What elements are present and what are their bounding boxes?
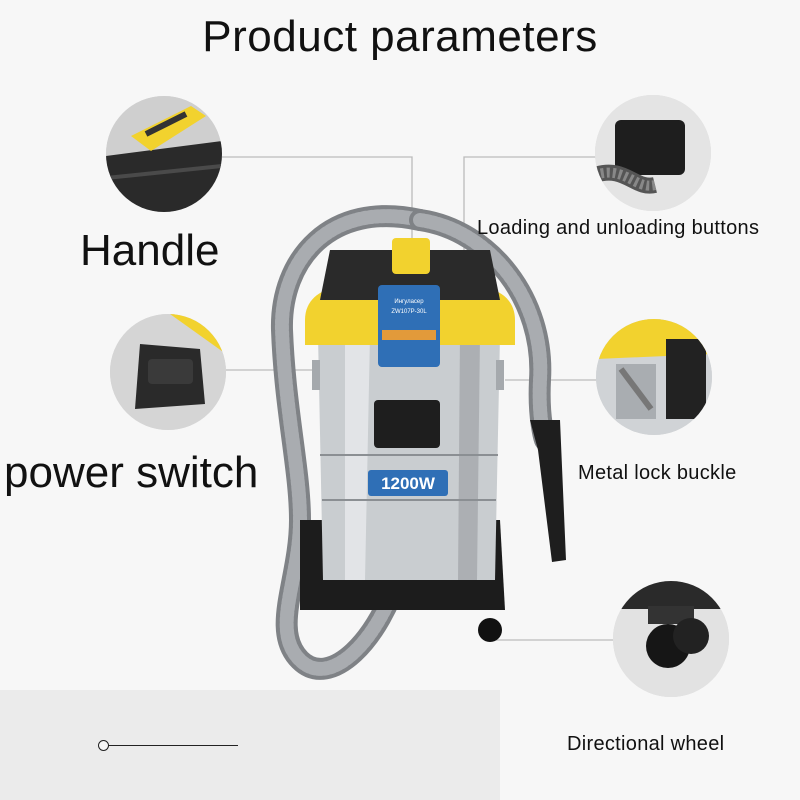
wheel-label: Directional wheel <box>567 733 725 755</box>
handle-label: Handle <box>80 226 220 275</box>
decorative-dot <box>98 740 109 751</box>
lock-buckle-right <box>496 360 504 390</box>
bottom-background-band <box>0 690 500 800</box>
loading-buttons-detail-bubble <box>595 95 711 211</box>
loading-buttons-label: Loading and unloading buttons <box>477 217 760 239</box>
hose-inlet <box>374 400 440 448</box>
power-switch-detail-bubble <box>110 314 226 430</box>
lock-buckle-left <box>312 360 320 390</box>
power-badge-text: 1200W <box>381 474 436 493</box>
panel-brand: Ингуласер <box>394 299 424 305</box>
decorative-line <box>100 745 238 746</box>
power-switch-label: power switch <box>4 448 259 497</box>
power-badge <box>368 470 448 496</box>
lock-buckle-label: Metal lock buckle <box>578 462 737 484</box>
handle-detail-bubble <box>106 96 222 212</box>
wheel <box>478 618 502 642</box>
page-title: Product parameters <box>202 12 598 61</box>
wheel-detail-bubble <box>613 581 729 697</box>
panel-model: ZW107P-30L <box>391 309 427 315</box>
control-panel <box>378 285 440 367</box>
handle <box>392 238 430 274</box>
lock-buckle-detail-bubble <box>596 319 712 435</box>
nozzle <box>530 420 566 562</box>
motor-head <box>320 250 500 300</box>
